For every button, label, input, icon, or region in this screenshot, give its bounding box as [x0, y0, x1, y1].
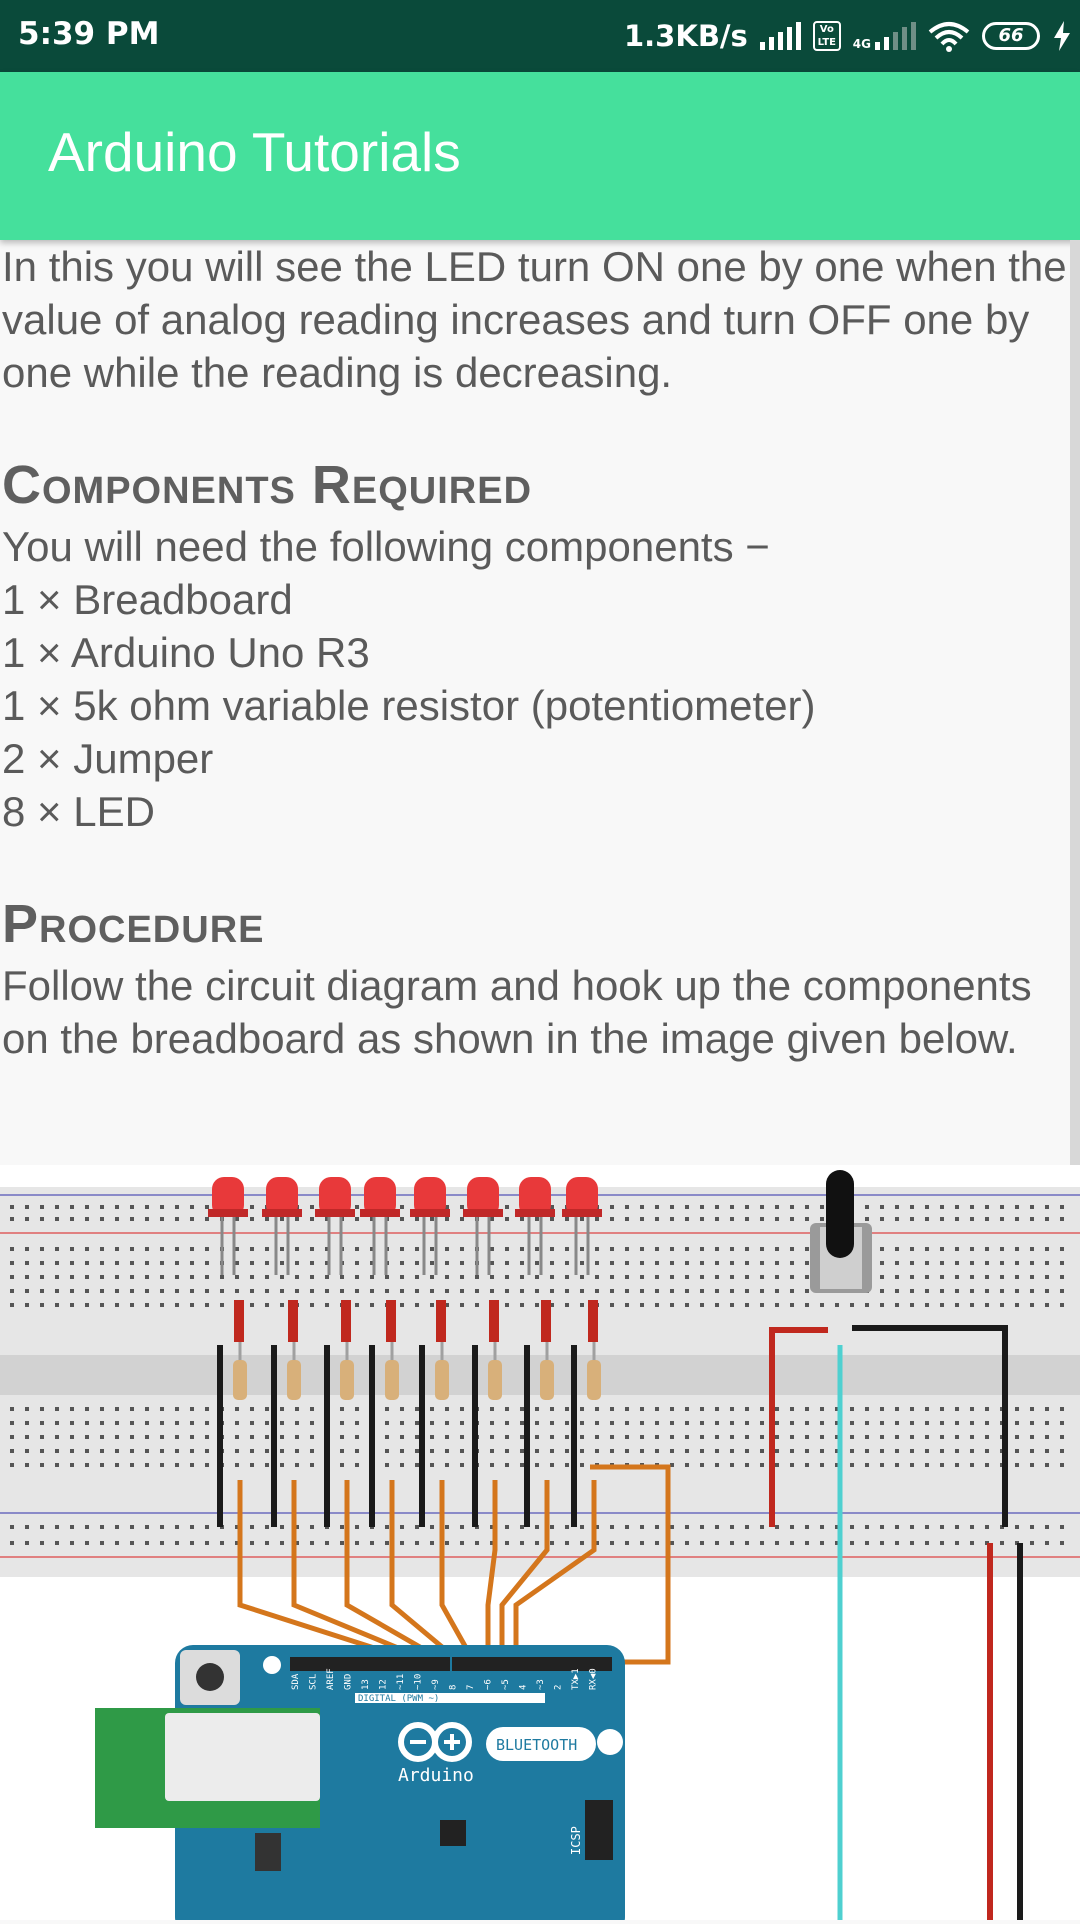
pin-label: ~9 [431, 1679, 441, 1690]
header-label: DIGITAL (PWM ~) [358, 1694, 439, 1704]
network-speed: 1.3KB/s [623, 19, 748, 53]
procedure-heading: Procedure [2, 894, 265, 954]
status-icons: 1.3KB/s Vo LTE 4G 66 [624, 14, 1072, 58]
cell-signal-icon [759, 22, 801, 50]
pin-label: GND [344, 1674, 354, 1690]
led-jumper [288, 1300, 298, 1342]
pin-label: 2 [554, 1685, 564, 1690]
led-rim [515, 1209, 555, 1217]
led-rim [315, 1209, 355, 1217]
signal-wire [499, 1480, 550, 1662]
resistor [340, 1360, 354, 1400]
resistor [587, 1360, 601, 1400]
pin-label: 4 [519, 1685, 529, 1690]
led [319, 1177, 351, 1217]
signal-wire [389, 1480, 462, 1664]
signal-wire [237, 1480, 419, 1665]
procedure-paragraph: Follow the circuit diagram and hook up t… [2, 962, 1032, 1062]
potentiometer [810, 1170, 872, 1293]
led [566, 1177, 598, 1217]
led-rim [208, 1209, 248, 1217]
component-item: 1 × Breadboard [2, 576, 293, 623]
led [414, 1177, 446, 1217]
component-item: 8 × LED [2, 788, 155, 835]
breadboard-holes [10, 1205, 1064, 1545]
wifi-icon [928, 22, 970, 52]
signal-wire [291, 1480, 433, 1665]
intro-paragraph: In this you will see the LED turn ON one… [2, 243, 1067, 396]
pin-label: ~10 [414, 1674, 424, 1690]
circuit-diagram-image: DIGITAL (PWM ~) Arduino BLUETOOTH ICSP S… [0, 1165, 1080, 1924]
app-title: Arduino Tutorials [48, 121, 461, 183]
resistor [233, 1360, 247, 1400]
cell-signal-2-icon [875, 22, 916, 50]
pin-label: ~6 [484, 1679, 494, 1690]
led-row [208, 1177, 602, 1400]
arduino-board: DIGITAL (PWM ~) Arduino BLUETOOTH ICSP S… [95, 1645, 625, 1924]
pot-power-wire [769, 1327, 828, 1527]
led-rim [410, 1209, 450, 1217]
circuit-diagram-svg: DIGITAL (PWM ~) Arduino BLUETOOTH ICSP S… [0, 1165, 1080, 1924]
signal-wire [439, 1480, 477, 1664]
led-jumper [436, 1300, 446, 1342]
arduino-logo-icon [398, 1722, 472, 1762]
board-brand-label: Arduino [398, 1765, 474, 1786]
led-jumper [588, 1300, 598, 1342]
led [519, 1177, 551, 1217]
resistor [435, 1360, 449, 1400]
pin-label: AREF [326, 1668, 336, 1690]
component-item: 1 × Arduino Uno R3 [2, 629, 370, 676]
led-jumper [234, 1300, 244, 1342]
pin-label: ~11 [396, 1674, 406, 1690]
battery-icon: 66 [982, 22, 1040, 50]
app-bar: Arduino Tutorials [0, 72, 1080, 240]
pin-label: 12 [379, 1679, 389, 1690]
signal-wire [513, 1480, 597, 1662]
pin-label: TX▶1 [571, 1668, 581, 1690]
led-rim [360, 1209, 400, 1217]
led-jumper [489, 1300, 499, 1342]
pin-labels: SDA SCL AREF GND 13 12 ~11 ~10 ~9 8 7 ~6 ~5 4 ~3 2 TX▶1 R… [291, 1668, 599, 1690]
led [467, 1177, 499, 1217]
led [266, 1177, 298, 1217]
pin-label: ~5 [501, 1679, 511, 1690]
tutorial-content: In this you will see the LED turn ON one… [0, 240, 1070, 1065]
network-type-icon: 4G [853, 22, 916, 50]
resistor [287, 1360, 301, 1400]
status-bar: 5:39 PM 1.3KB/s Vo LTE 4G 66 [0, 0, 1080, 72]
network-type-label: 4G [852, 37, 871, 51]
bluetooth-label: BLUETOOTH [496, 1736, 577, 1754]
led-jumper [541, 1300, 551, 1342]
signal-wire [344, 1480, 448, 1665]
pin-label: SDA [291, 1673, 301, 1690]
led-rim [262, 1209, 302, 1217]
resistor [385, 1360, 399, 1400]
pot-ground-wire [852, 1325, 1008, 1527]
volte-icon: Vo LTE [812, 21, 841, 51]
signal-wire [485, 1480, 498, 1662]
pin-label: ~3 [536, 1679, 546, 1690]
led-jumper [341, 1300, 351, 1342]
led [364, 1177, 396, 1217]
charging-icon [1054, 21, 1070, 51]
led-rim [463, 1209, 503, 1217]
icsp-label: ICSP [569, 1826, 583, 1855]
status-time: 5:39 PM [18, 16, 160, 52]
component-item: 1 × 5k ohm variable resistor (potentiome… [2, 682, 816, 729]
pin-label: SCL [309, 1674, 319, 1690]
component-item: 2 × Jumper [2, 735, 214, 782]
scrollbar[interactable] [1070, 240, 1080, 1195]
led-jumper [386, 1300, 396, 1342]
resistor [488, 1360, 502, 1400]
pin-label: 8 [449, 1685, 459, 1690]
led-rim [562, 1209, 602, 1217]
led [212, 1177, 244, 1217]
components-lead: You will need the following components − [2, 523, 770, 570]
resistor [540, 1360, 554, 1400]
pin-label: 13 [361, 1679, 371, 1690]
pin-label: 7 [466, 1685, 476, 1690]
pin-label: RX◀0 [589, 1668, 599, 1690]
components-heading: Components Required [2, 455, 533, 515]
